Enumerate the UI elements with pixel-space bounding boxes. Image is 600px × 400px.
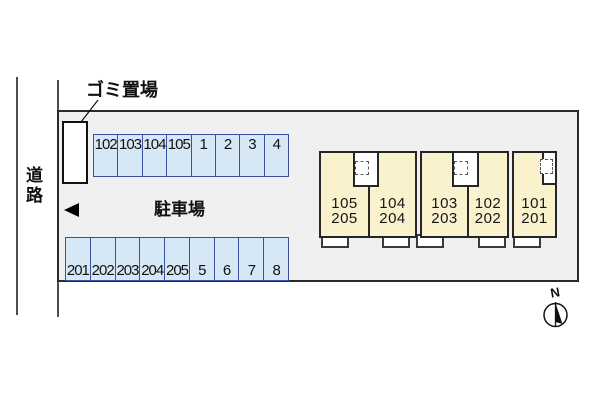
parking-space: 7 — [238, 238, 263, 280]
parking-space: 104 — [141, 135, 166, 176]
building-block-1: 105 205 104 204 — [319, 151, 417, 238]
entrance-arrow-icon — [64, 203, 79, 217]
meter-box-dashed — [454, 161, 468, 175]
parking-space: 4 — [263, 135, 288, 176]
parking-row-top: 102 103 104 105 1 2 3 4 — [93, 134, 289, 177]
parking-space: 6 — [213, 238, 239, 280]
compass-icon: N — [543, 284, 568, 328]
parking-space: 3 — [239, 135, 263, 176]
entrance-notch — [452, 153, 479, 187]
parking-space: 202 — [89, 238, 115, 280]
parking-space: 5 — [188, 238, 214, 280]
garbage-area-box — [62, 121, 88, 184]
building-block-3: 101 201 — [512, 151, 557, 238]
road-label: 道路 — [23, 166, 42, 206]
unit-divider — [467, 187, 469, 236]
parking-space: 205 — [164, 238, 189, 280]
parking-space: 2 — [214, 135, 239, 176]
unit-label: 103 203 — [431, 195, 458, 227]
parking-space: 203 — [114, 238, 139, 280]
compass-needle — [555, 303, 563, 324]
parking-space: 1 — [190, 135, 215, 176]
unit-label: 104 204 — [379, 195, 406, 227]
unit-divider — [368, 187, 370, 236]
road-left-line — [16, 77, 18, 315]
building-block-2: 103 203 102 202 — [420, 151, 509, 238]
meter-box-dashed — [355, 161, 369, 175]
parking-lot-label: 駐車場 — [154, 200, 205, 219]
parking-space: 103 — [117, 135, 142, 176]
garbage-area-label: ゴミ置場 — [86, 80, 158, 100]
parking-space: 201 — [66, 262, 90, 279]
unit-label: 105 205 — [331, 195, 358, 227]
parking-space: 102 — [94, 136, 118, 153]
unit-label: 102 202 — [474, 195, 502, 227]
parking-space: 204 — [139, 238, 164, 280]
parking-space: 105 — [166, 135, 191, 176]
north-label: N — [549, 284, 561, 300]
parking-row-bottom: 201 202 203 204 205 5 6 7 8 — [65, 237, 289, 281]
compass-circle — [543, 302, 568, 328]
parking-space: 8 — [263, 238, 288, 280]
meter-box-dashed — [540, 159, 553, 174]
unit-label: 101 201 — [521, 195, 548, 227]
